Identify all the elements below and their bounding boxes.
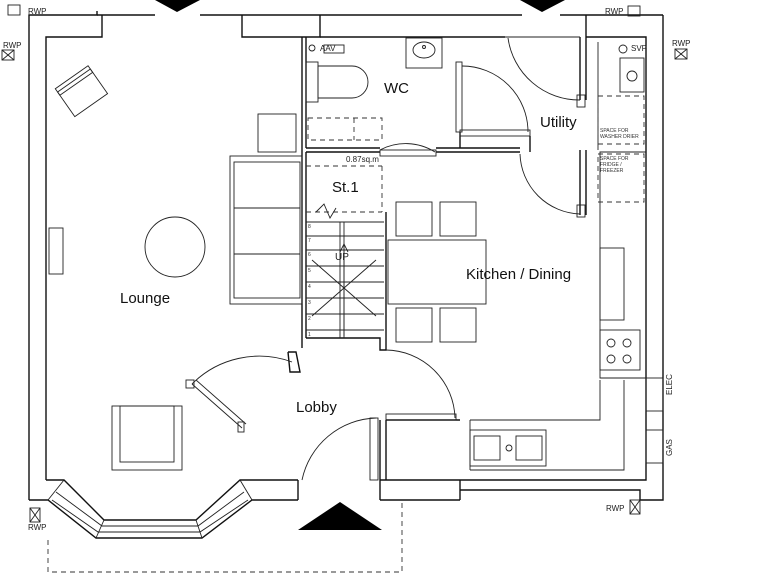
outer-walls (28, 11, 664, 501)
step-number: 7 (308, 238, 311, 244)
rainwater-pipes: RWP RWP RWP RWP RWP RWP (1, 4, 691, 532)
rwp-label: RWP (605, 7, 624, 16)
rwp-label: RWP (3, 41, 22, 50)
meters: ELEC GAS (665, 374, 674, 456)
room-label-lobby: Lobby (296, 399, 337, 416)
entrance-area (47, 0, 565, 573)
utility-fixtures: SVP SPACE FOR WASHER DRIER SPACE FOR FRI… (597, 42, 647, 203)
side-table (257, 113, 297, 153)
fridge-label: SPACE FOR (600, 156, 629, 162)
hob (599, 329, 641, 371)
fridge-space (597, 153, 645, 203)
sofa (229, 155, 303, 305)
step-number: 3 (308, 300, 311, 306)
room-label-store: St.1 (332, 179, 359, 196)
gas-label: GAS (665, 439, 674, 456)
armchair-top (54, 65, 109, 118)
washer-label: SPACE FOR (600, 128, 629, 134)
step-number: 6 (308, 252, 311, 258)
room-label-utility: Utility (540, 114, 577, 131)
kitchen-units (469, 151, 646, 471)
cistern (305, 61, 319, 103)
dining-table (387, 239, 487, 305)
doors (191, 36, 581, 481)
sink (469, 429, 547, 467)
elec-label: ELEC (665, 374, 674, 395)
stairs-up-label: UP (335, 252, 349, 263)
room-label-kitchen: Kitchen / Dining (466, 266, 571, 283)
rwp-label: RWP (28, 523, 47, 532)
aav-symbol (308, 44, 316, 52)
staircase: 1 2 3 4 5 6 7 8 (306, 165, 384, 338)
top-arrow-right (520, 0, 565, 12)
bay-window (29, 479, 254, 539)
fridge-label: FREEZER (600, 168, 624, 174)
step-number: 2 (308, 316, 311, 322)
toilet-bowl (317, 65, 369, 99)
utility-sink (619, 57, 645, 93)
step-number: 5 (308, 268, 311, 274)
lounge-furniture (54, 65, 303, 471)
svp-label: SVP (631, 44, 647, 53)
rwp-label: RWP (672, 39, 691, 48)
wc-fixtures: AAV (305, 37, 443, 141)
store-area-label: 0.87sq.m (346, 155, 379, 164)
washer-space (597, 95, 645, 145)
entrance-arrow (298, 502, 382, 530)
dining-set (387, 201, 487, 343)
rwp-label: RWP (606, 504, 625, 513)
step-number: 1 (308, 332, 311, 338)
step-number: 8 (308, 224, 311, 230)
step-number: 4 (308, 284, 311, 290)
room-label-wc: WC (384, 80, 409, 97)
svp-symbol (618, 44, 628, 54)
washer-label: WASHER DRIER (600, 134, 639, 140)
basin (405, 37, 443, 69)
top-arrow-left (155, 0, 200, 12)
internal-walls (185, 37, 587, 480)
armchair-bottom (111, 405, 183, 471)
room-label-lounge: Lounge (120, 290, 170, 307)
round-table (144, 216, 206, 278)
aav-label: AAV (320, 44, 336, 53)
rwp-label: RWP (28, 7, 47, 16)
room-labels: Lounge WC Utility St.1 0.87sq.m Kitchen … (120, 80, 577, 416)
fridge-label: FRIDGE / (600, 162, 622, 168)
